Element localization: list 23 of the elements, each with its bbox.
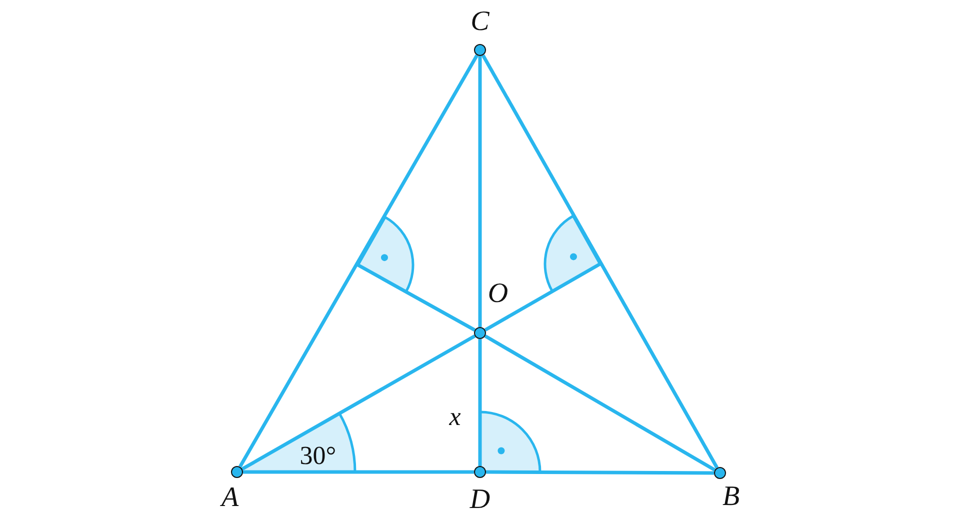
angle-label: 30° — [300, 443, 336, 469]
line-segment — [357, 263, 476, 332]
line-segment — [481, 54, 719, 469]
point-label: A — [221, 484, 239, 512]
point-marker — [474, 327, 486, 339]
point-marker — [474, 466, 486, 478]
line-segment — [484, 262, 601, 332]
line-segment — [241, 334, 476, 471]
point-marker — [474, 44, 486, 56]
line-segment — [243, 470, 474, 474]
line-segment — [486, 470, 714, 475]
line-segment — [238, 54, 479, 468]
angle-mark — [544, 214, 602, 293]
line-segment — [478, 339, 482, 466]
point-label: B — [722, 483, 740, 511]
angle-mark — [356, 216, 414, 294]
point-label: D — [470, 486, 490, 514]
line-segment — [478, 56, 482, 327]
line-segment — [484, 334, 716, 472]
point-marker — [714, 467, 726, 479]
point-marker — [231, 466, 243, 478]
point-label: O — [488, 280, 508, 308]
point-label: C — [470, 8, 490, 36]
